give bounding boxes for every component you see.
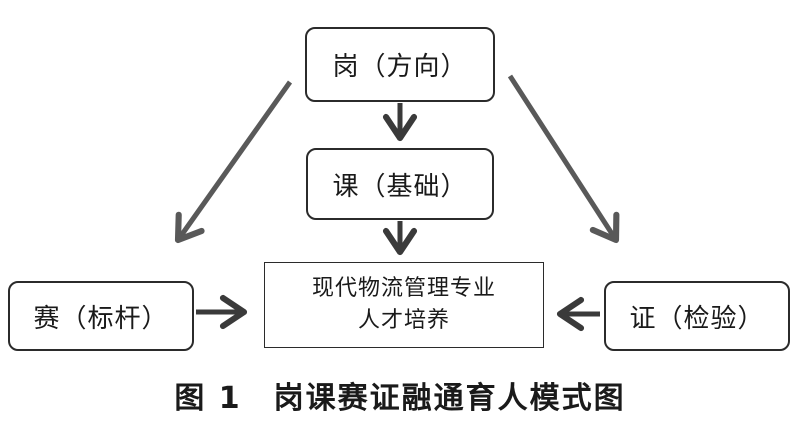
arrow-gang-to-zheng [507,74,620,244]
node-talent-cultivation: 现代物流管理专业 人才培养 [264,262,544,348]
node-gang-direction: 岗（方向） [305,27,495,102]
node-sai-benchmark: 赛（标杆） [8,281,194,351]
node-center-line2: 人才培养 [357,308,450,333]
node-sai-label: 赛（标杆） [33,303,169,334]
node-zheng-label: 证（检验） [629,303,765,334]
node-gang-label: 岗（方向） [332,52,468,82]
node-center-line1: 现代物流管理专业 [311,276,496,301]
node-ke-label: 课（基础） [332,171,468,202]
node-zheng-verification: 证（检验） [604,281,790,351]
arrow-gang-to-sai [174,80,293,244]
figure-caption: 图 1 岗课赛证融通育人模式图 [174,381,626,416]
node-ke-foundation: 课（基础） [306,148,494,220]
